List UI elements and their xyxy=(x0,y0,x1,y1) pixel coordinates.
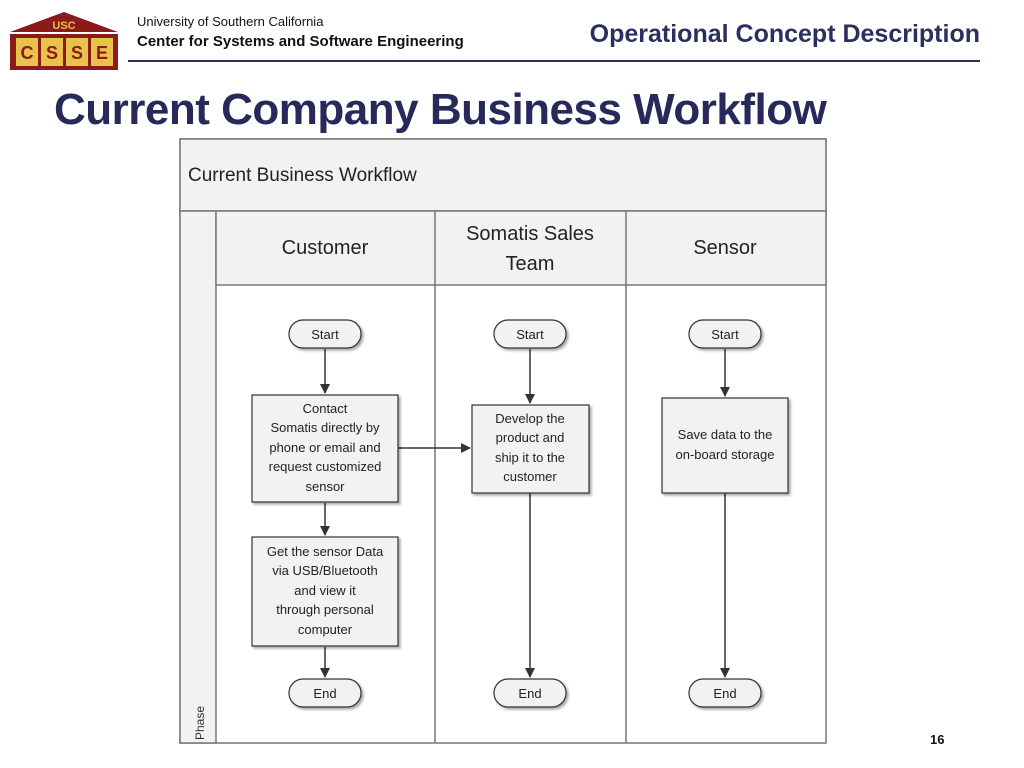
sales-end-terminal xyxy=(493,678,567,708)
logo-letter: S xyxy=(46,43,58,63)
process-save-line2: on-board storage xyxy=(675,447,774,462)
sensor-start-terminal xyxy=(688,319,762,349)
process-get-data-box xyxy=(251,536,399,647)
lane-header-row xyxy=(215,210,827,286)
page-number: 16 xyxy=(930,732,945,747)
lane-header-customer: Customer xyxy=(282,237,369,259)
sales-end-label: End xyxy=(518,686,541,701)
process-save-line1: Save data to the xyxy=(678,427,773,442)
university-name: University of Southern California xyxy=(137,14,324,29)
logo-letter: S xyxy=(71,43,83,63)
process-getdata-line4: through personal xyxy=(276,602,374,617)
slide-title: Current Company Business Workflow xyxy=(54,85,827,134)
process-contact-box xyxy=(251,394,399,503)
process-getdata-line3: and view it xyxy=(294,583,356,598)
diagram-title-bar xyxy=(179,138,827,212)
process-contact-line5: sensor xyxy=(305,479,345,494)
logo-usc-text: USC xyxy=(52,20,75,32)
process-develop-box xyxy=(471,404,590,494)
sensor-start-label: Start xyxy=(711,327,739,342)
logo-letter-tile xyxy=(41,38,63,66)
logo-letter-tile xyxy=(91,38,113,66)
process-contact-line2: Somatis directly by xyxy=(270,420,380,435)
logo-letter: E xyxy=(96,43,108,63)
process-develop-line4: customer xyxy=(503,469,557,484)
process-contact-line1: Contact xyxy=(303,401,348,416)
process-save-box xyxy=(661,397,789,494)
lane-header-sensor: Sensor xyxy=(693,237,757,259)
process-develop-line2: product and xyxy=(496,430,565,445)
sales-start-label: Start xyxy=(516,327,544,342)
logo-letter: C xyxy=(21,43,34,63)
logo-letter-tile xyxy=(66,38,88,66)
phase-label: Phase xyxy=(193,706,207,740)
customer-start-label: Start xyxy=(311,327,339,342)
customer-end-terminal xyxy=(288,678,362,708)
process-develop-line1: Develop the xyxy=(495,411,564,426)
sensor-end-label: End xyxy=(713,686,736,701)
process-getdata-line2: via USB/Bluetooth xyxy=(272,563,378,578)
customer-start-terminal xyxy=(288,319,362,349)
process-contact-line4: request customized xyxy=(269,459,382,474)
process-contact-line3: phone or email and xyxy=(269,440,380,455)
lane-header-sales-line1: Somatis Sales xyxy=(466,223,594,245)
process-getdata-line1: Get the sensor Data xyxy=(267,544,384,559)
center-name: Center for Systems and Software Engineer… xyxy=(137,33,464,50)
header-rule xyxy=(128,60,980,62)
process-getdata-line5: computer xyxy=(298,622,353,637)
process-develop-line3: ship it to the xyxy=(495,450,565,465)
sensor-end-terminal xyxy=(688,678,762,708)
workflow-diagram: Current Business Workflow Phase Customer… xyxy=(179,138,827,744)
lane-header-sales-line2: Team xyxy=(506,253,555,275)
diagram-title: Current Business Workflow xyxy=(188,165,417,186)
section-title: Operational Concept Description xyxy=(589,20,980,48)
phase-column xyxy=(179,210,217,744)
sales-start-terminal xyxy=(493,319,567,349)
logo-letter-tile xyxy=(16,38,38,66)
customer-end-label: End xyxy=(313,686,336,701)
